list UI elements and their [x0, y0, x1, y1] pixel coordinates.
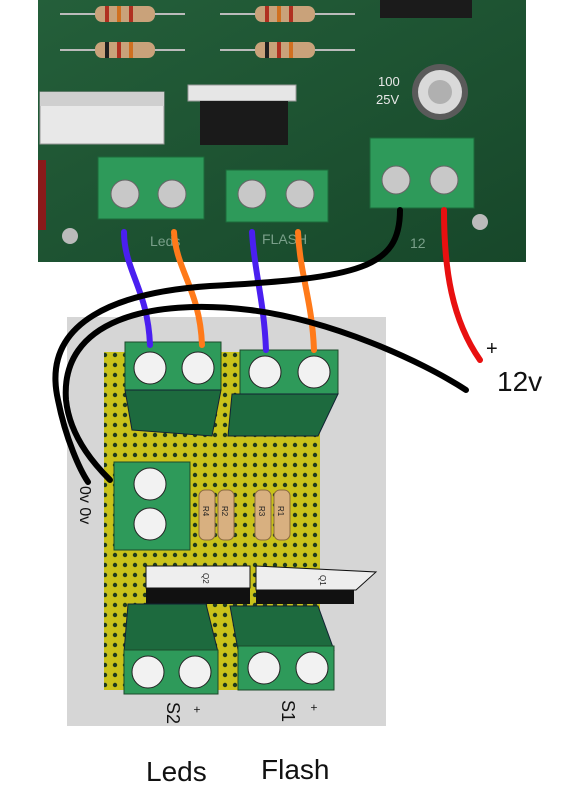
wires	[52, 207, 483, 485]
wire-flash-blue	[249, 229, 269, 353]
switch-plus-s1: +	[307, 704, 321, 711]
ground-terminal-label: 0v 0v	[76, 486, 93, 524]
svg-text:R2: R2	[220, 506, 229, 517]
capacitor	[412, 64, 468, 120]
wire-12v-red	[441, 207, 483, 363]
svg-text:R1: R1	[276, 506, 285, 517]
board-resistor	[60, 6, 185, 22]
svg-text:Q2: Q2	[201, 573, 210, 584]
board-terminal-power	[369, 137, 475, 209]
transistor-q1: Q1	[255, 565, 378, 604]
supply-voltage-label: 12v	[497, 366, 543, 397]
strip-board: 0v 0v R4 R2 R3 R1 Q2 Q1	[67, 317, 386, 726]
svg-text:R4: R4	[201, 506, 210, 517]
strip-terminal-leds	[124, 341, 222, 437]
strip-terminal-s1	[229, 605, 335, 691]
resistor-r3: R3	[254, 489, 272, 541]
main-board: 100 25V Leds FLASH 12	[38, 0, 526, 262]
strip-terminal-flash	[227, 349, 339, 437]
resistor-r1: R1	[273, 489, 291, 541]
board-resistor	[220, 42, 355, 58]
wire-ground-black-1	[52, 207, 403, 485]
wire-leds-blue	[121, 229, 153, 348]
wire-ground-black-2	[62, 303, 469, 483]
board-silk-12: 12	[410, 235, 426, 251]
resistor-r2: R2	[217, 489, 235, 541]
caption-leds: Leds	[146, 756, 207, 787]
capacitor-voltage: 25V	[376, 92, 399, 107]
board-terminal-flash	[225, 169, 329, 223]
wire-flash-orange	[295, 229, 317, 353]
resistor-r4: R4	[198, 489, 216, 541]
board-resistor	[220, 6, 355, 22]
board-transistor	[187, 84, 297, 102]
strip-terminal-ground	[113, 461, 191, 551]
strip-terminal-s2	[123, 603, 219, 695]
switch-label-s2: S2	[163, 702, 183, 724]
supply-plus-label: +	[486, 338, 498, 360]
wire-leds-orange	[171, 229, 205, 348]
capacitor-value: 100	[378, 74, 400, 89]
svg-text:Q1: Q1	[318, 575, 327, 586]
caption-flash: Flash	[261, 754, 330, 785]
switch-label-s1: S1	[278, 700, 298, 722]
board-resistor	[60, 42, 185, 58]
switch-plus-s2: +	[190, 706, 204, 713]
svg-text:R3: R3	[257, 506, 266, 517]
transistor-q2: Q2	[145, 565, 251, 604]
board-terminal-leds	[97, 156, 205, 220]
